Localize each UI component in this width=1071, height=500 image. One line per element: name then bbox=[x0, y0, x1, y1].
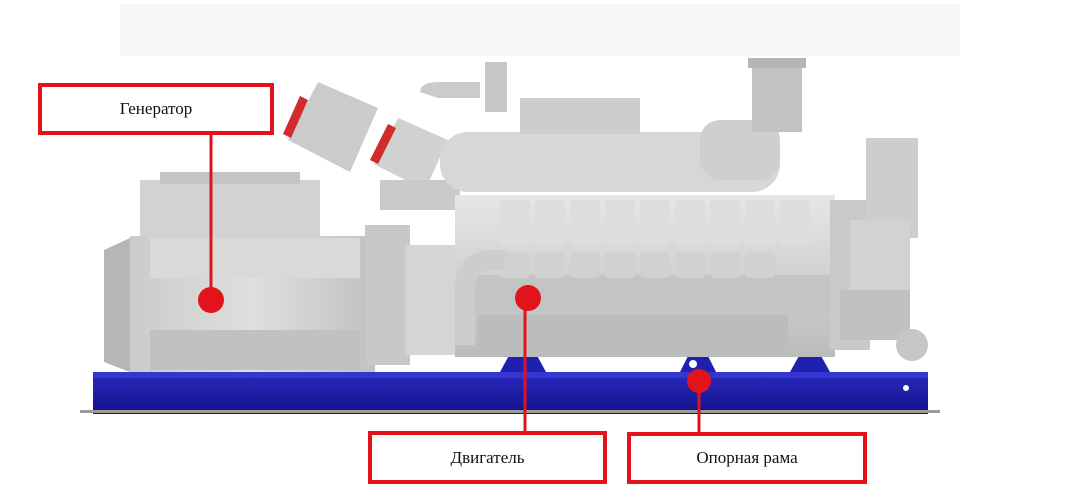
generator-body bbox=[104, 172, 455, 372]
generator-marker bbox=[198, 287, 224, 313]
frame-marker bbox=[687, 369, 711, 393]
cylinder-heads bbox=[455, 200, 810, 345]
engine-callout: Двигатель bbox=[368, 431, 607, 484]
engine-marker bbox=[515, 285, 541, 311]
frame-callout: Опорная рама bbox=[627, 432, 867, 484]
air-intake-ducts bbox=[283, 82, 460, 210]
engine-block bbox=[420, 58, 928, 361]
generator-callout: Генератор bbox=[38, 83, 274, 135]
frame-label: Опорная рама bbox=[696, 448, 798, 467]
generator-label: Генератор bbox=[119, 99, 193, 118]
engine-label: Двигатель bbox=[450, 447, 525, 467]
background-haze bbox=[120, 4, 960, 56]
